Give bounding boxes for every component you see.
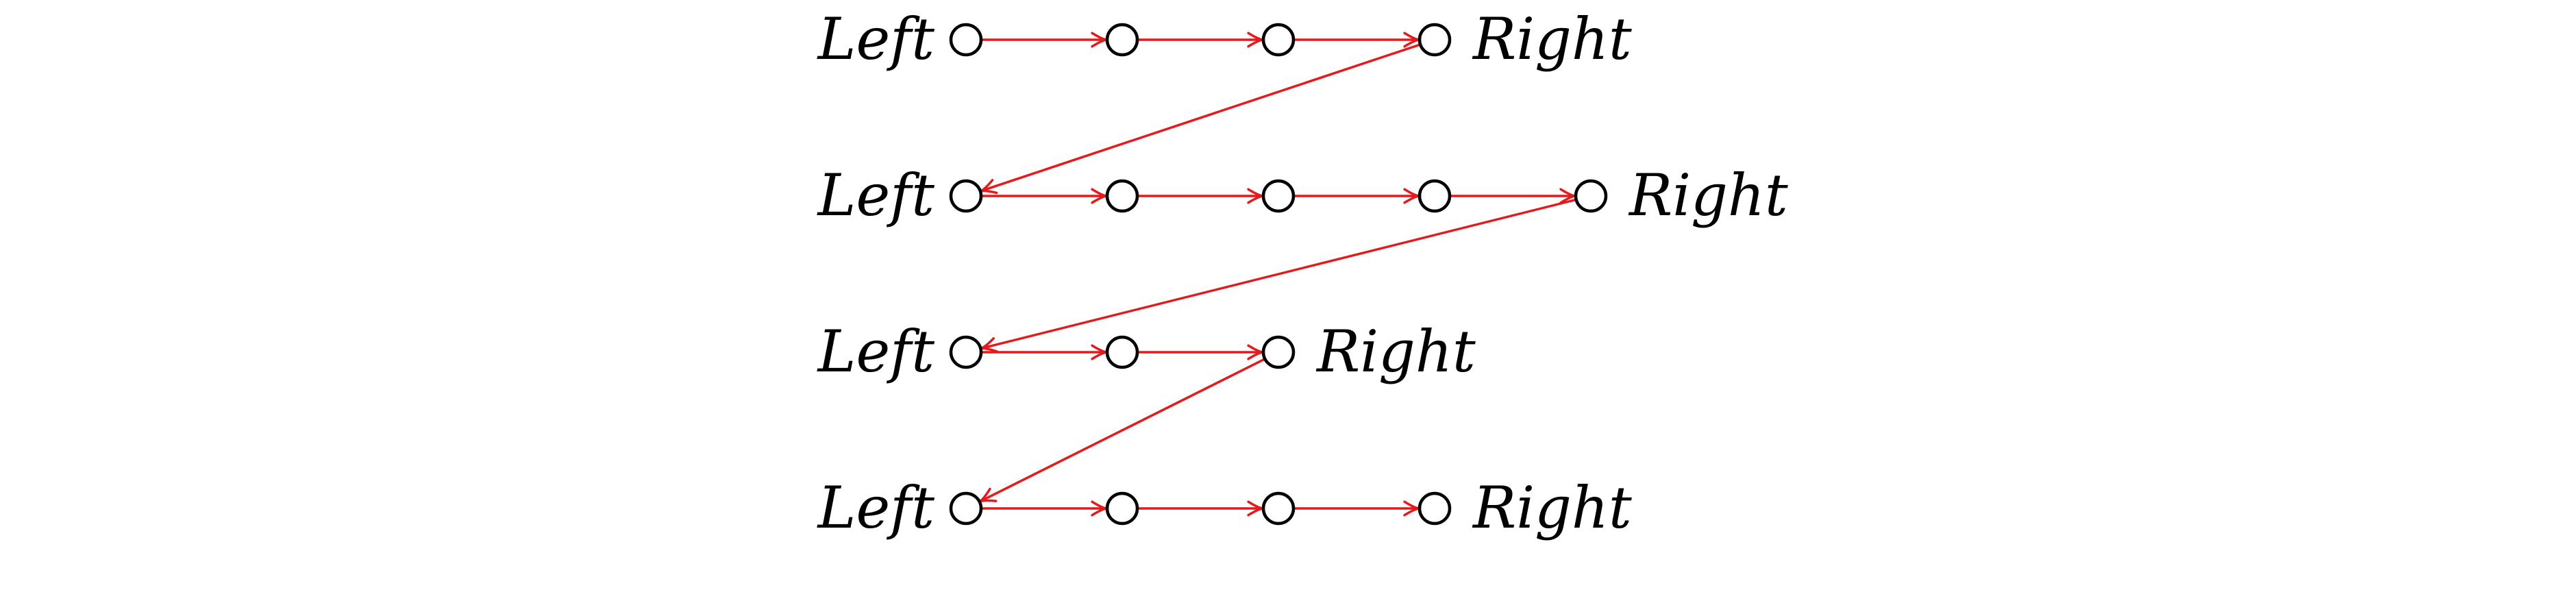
return-edge-1-to-2: [979, 43, 1421, 195]
row-2-node-2: [1105, 179, 1139, 213]
row-1-edge-3: [1293, 32, 1421, 48]
nodes-layer: [949, 23, 1608, 526]
row-3-edge-1: [981, 344, 1109, 360]
row-3-node-1: [949, 335, 983, 369]
row-1-node-4: [1417, 23, 1452, 57]
row-4-node-2: [1105, 491, 1139, 526]
return-edge-3-to-4-line: [978, 358, 1266, 503]
row-3-node-3: [1261, 335, 1296, 369]
row-3-edge-2: [1137, 344, 1265, 360]
row-4-right-label: Right: [1472, 474, 1632, 541]
row-2-node-5: [1574, 179, 1608, 213]
row-1-node-1: [949, 23, 983, 57]
row-1-node-2: [1105, 23, 1139, 57]
row-4-left-label: Left: [817, 474, 935, 541]
row-2-node-4: [1417, 179, 1452, 213]
row-2-left-label: Left: [817, 162, 935, 229]
row-1-right-label: Right: [1472, 5, 1632, 73]
row-4-node-4: [1417, 491, 1452, 526]
row-2-edge-2: [1137, 188, 1265, 204]
row-2-node-1: [949, 179, 983, 213]
return-edge-2-to-3-line: [980, 198, 1577, 350]
row-2-edge-3: [1293, 188, 1421, 204]
row-3-right-label: Right: [1315, 318, 1476, 385]
row-3-node-2: [1105, 335, 1139, 369]
row-4-node-1: [949, 491, 983, 526]
return-edge-3-to-4: [978, 358, 1266, 503]
return-edge-2-to-3: [979, 198, 1577, 353]
row-2-right-label: Right: [1628, 162, 1788, 229]
row-4-edge-3: [1293, 500, 1421, 517]
row-1-left-label: Left: [817, 5, 935, 73]
row-2-node-3: [1261, 179, 1296, 213]
row-2-edge-4: [1450, 188, 1577, 204]
row-4-edge-2: [1137, 500, 1265, 517]
row-1-edge-2: [1137, 32, 1265, 48]
row-1-node-3: [1261, 23, 1296, 57]
edges-layer: [978, 32, 1577, 517]
row-4-node-3: [1261, 491, 1296, 526]
row-1-edge-1: [981, 32, 1109, 48]
return-edge-1-to-2-line: [980, 43, 1421, 193]
row-3-left-label: Left: [817, 318, 935, 385]
row-4-edge-1: [981, 500, 1109, 517]
row-2-edge-1: [981, 188, 1109, 204]
